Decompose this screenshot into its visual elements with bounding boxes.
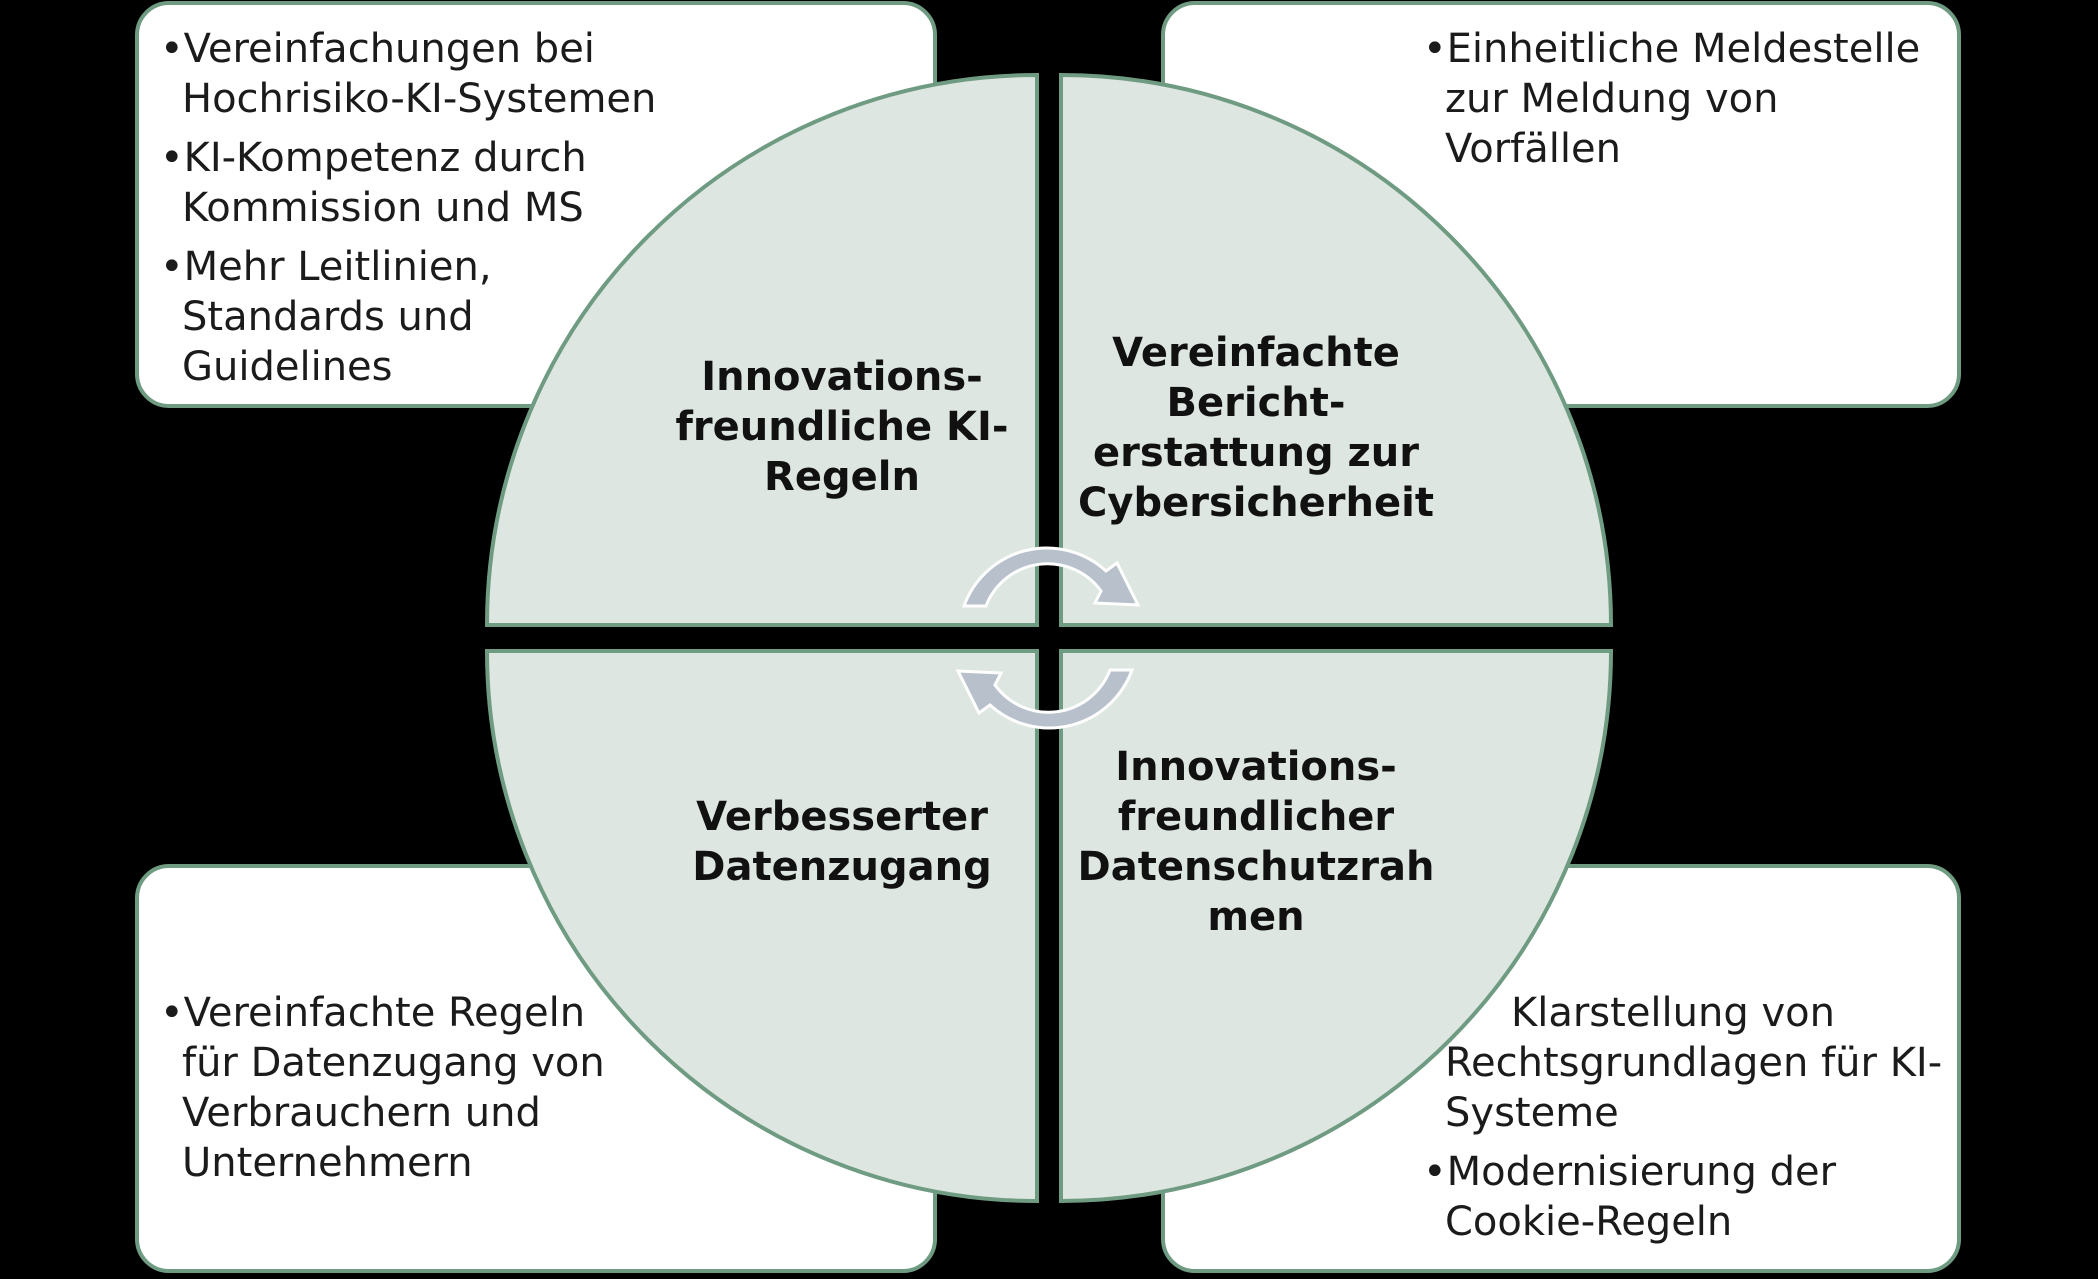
quadrant-title-bottom-right: Innovations- freundlicher Datenschutzrah…: [1077, 744, 1435, 940]
list-item: •Modernisierung der Cookie-Regeln: [1423, 1149, 1837, 1245]
quadrant-bottom-right: [1059, 649, 1614, 1204]
list-item: •Einheitliche Meldestelle zur Meldung vo…: [1423, 26, 1921, 172]
quadrant-top-right: [1059, 72, 1614, 627]
quadrant-title-bottom-left: Verbesserter Datenzugang: [692, 794, 992, 890]
box-top-right-text: •Einheitliche Meldestelle zur Meldung vo…: [1423, 24, 1943, 183]
box-top-left-text: •Vereinfachungen bei Hochrisiko-KI-Syste…: [160, 24, 920, 401]
list-item: Klarstellung von Rechtsgrundlagen für KI…: [1445, 990, 1943, 1136]
arrow-bottom-icon: [955, 668, 1135, 730]
arrow-top-icon: [961, 546, 1141, 608]
circular-arrows-icon: [955, 546, 1141, 730]
box-bottom-right-text: Klarstellung von Rechtsgrundlagen für KI…: [1423, 988, 1953, 1256]
quadrant-bottom-left: [484, 649, 1039, 1204]
box-bottom-left-text: •Vereinfachte Regeln für Datenzugang von…: [160, 988, 920, 1197]
list-item: •Vereinfachte Regeln für Datenzugang von…: [160, 990, 605, 1186]
quadrant-title-top-right: Vereinfachte Bericht- erstattung zur Cyb…: [1078, 330, 1434, 526]
list-item: •KI-Kompetenz durch Kommission und MS: [160, 135, 587, 231]
quadrant-title-top-left: Innovations- freundliche KI- Regeln: [675, 354, 1009, 500]
quadrant-top-left: [484, 72, 1039, 627]
list-item: •Vereinfachungen bei Hochrisiko-KI-Syste…: [160, 26, 657, 122]
list-item: •Mehr Leitlinien, Standards und Guidelin…: [160, 244, 492, 390]
